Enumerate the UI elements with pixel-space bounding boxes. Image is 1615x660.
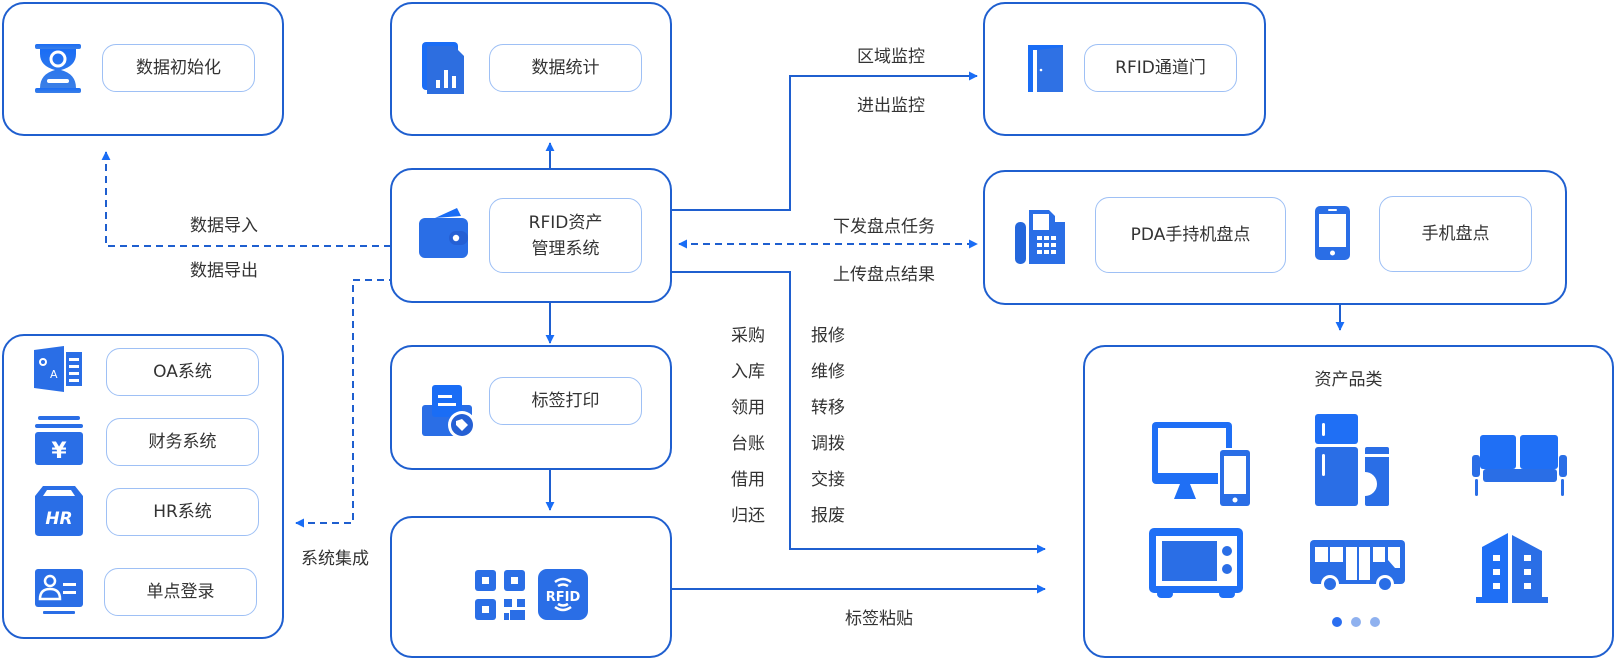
integration-hr[interactable]: HR系统 [106, 488, 259, 536]
svg-text:HR: HR [45, 509, 72, 529]
edge-label-area-monitor: 区域监控 [857, 47, 925, 67]
smartphone-icon [1315, 206, 1350, 260]
microwave-icon [1149, 528, 1243, 598]
pager-dot-1[interactable] [1332, 617, 1342, 627]
edge-label-import: 数据导入 [190, 216, 258, 236]
integrations-node: A OA系统 ¥ 财务系统 HR HR系统 单点登录 [2, 334, 284, 639]
tags-node: RFID [390, 516, 672, 658]
mobile-inventory-label[interactable]: 手机盘点 [1379, 196, 1532, 272]
svg-text:RFID: RFID [546, 590, 581, 605]
svg-text:¥: ¥ [51, 439, 67, 464]
rfid-system-label[interactable]: RFID资产 管理系统 [489, 198, 642, 273]
lifecycle-left-list: 采购 入库 领用 台账 借用 归还 [731, 318, 765, 534]
chart-document-icon [422, 42, 464, 94]
rfid-tag-icon: RFID [538, 569, 588, 620]
data-init-node: 数据初始化 [2, 2, 284, 136]
pda-phone-icon [1015, 210, 1065, 264]
asset-categories-node: 资产品类 [1083, 345, 1614, 658]
lifecycle-right-list: 报修 维修 转移 调拨 交接 报废 [811, 318, 845, 534]
data-init-label[interactable]: 数据初始化 [102, 44, 255, 92]
edge-label-integration: 系统集成 [301, 549, 369, 569]
lifecycle-item: 报废 [811, 506, 845, 526]
lifecycle-item: 台账 [731, 434, 765, 454]
integration-oa[interactable]: OA系统 [106, 348, 259, 396]
computer-devices-icon [1152, 422, 1252, 506]
lifecycle-item: 采购 [731, 326, 765, 346]
rfid-gate-label[interactable]: RFID通道门 [1084, 44, 1237, 92]
integration-finance[interactable]: 财务系统 [106, 418, 259, 466]
svg-text:A: A [50, 368, 58, 381]
sofa-icon [1472, 435, 1567, 496]
edge-integration [295, 275, 399, 528]
label-print-node: 标签打印 [390, 345, 672, 470]
lifecycle-item: 归还 [731, 506, 765, 526]
lifecycle-item: 入库 [731, 362, 765, 382]
lifecycle-item: 交接 [811, 470, 845, 490]
bus-icon [1310, 540, 1405, 593]
edge-label-upload-result: 上传盘点结果 [833, 265, 935, 285]
oa-icon: A [34, 346, 82, 392]
hr-icon: HR [35, 486, 83, 536]
wallet-icon [419, 208, 468, 258]
appliances-icon [1315, 414, 1389, 506]
building-icon [1476, 533, 1548, 603]
inventory-node: PDA手持机盘点 手机盘点 [983, 170, 1567, 305]
pager-dot-2[interactable] [1351, 617, 1361, 627]
lifecycle-item: 报修 [811, 326, 845, 346]
hourglass-refresh-icon [35, 44, 81, 93]
integration-sso[interactable]: 单点登录 [104, 568, 257, 616]
pda-inventory-label[interactable]: PDA手持机盘点 [1095, 197, 1286, 273]
edge-to-gate [671, 71, 978, 211]
lifecycle-item: 领用 [731, 398, 765, 418]
lifecycle-item: 转移 [811, 398, 845, 418]
edge-label-access-monitor: 进出监控 [857, 96, 925, 116]
print-tag-icon [422, 385, 476, 439]
data-stats-label[interactable]: 数据统计 [489, 44, 642, 92]
asset-categories-title: 资产品类 [1314, 370, 1383, 390]
edge-label-tag-attach: 标签粘贴 [845, 609, 913, 629]
carousel-pager [1332, 617, 1380, 627]
data-stats-node: 数据统计 [390, 2, 672, 136]
edge-lifecycle [671, 271, 1046, 554]
label-print-label[interactable]: 标签打印 [489, 377, 642, 425]
rfid-system-node: RFID资产 管理系统 [390, 168, 672, 303]
id-card-icon [35, 569, 83, 614]
lifecycle-item: 调拨 [811, 434, 845, 454]
edge-label-dispatch-task: 下发盘点任务 [833, 217, 935, 237]
qr-code-icon [475, 570, 525, 620]
pager-dot-3[interactable] [1370, 617, 1380, 627]
door-icon [1028, 45, 1063, 92]
lifecycle-item: 维修 [811, 362, 845, 382]
edge-import [101, 151, 399, 251]
rfid-gate-node: RFID通道门 [983, 2, 1266, 136]
yuan-finance-icon: ¥ [35, 416, 83, 465]
lifecycle-item: 借用 [731, 470, 765, 490]
edge-label-export: 数据导出 [190, 261, 258, 281]
